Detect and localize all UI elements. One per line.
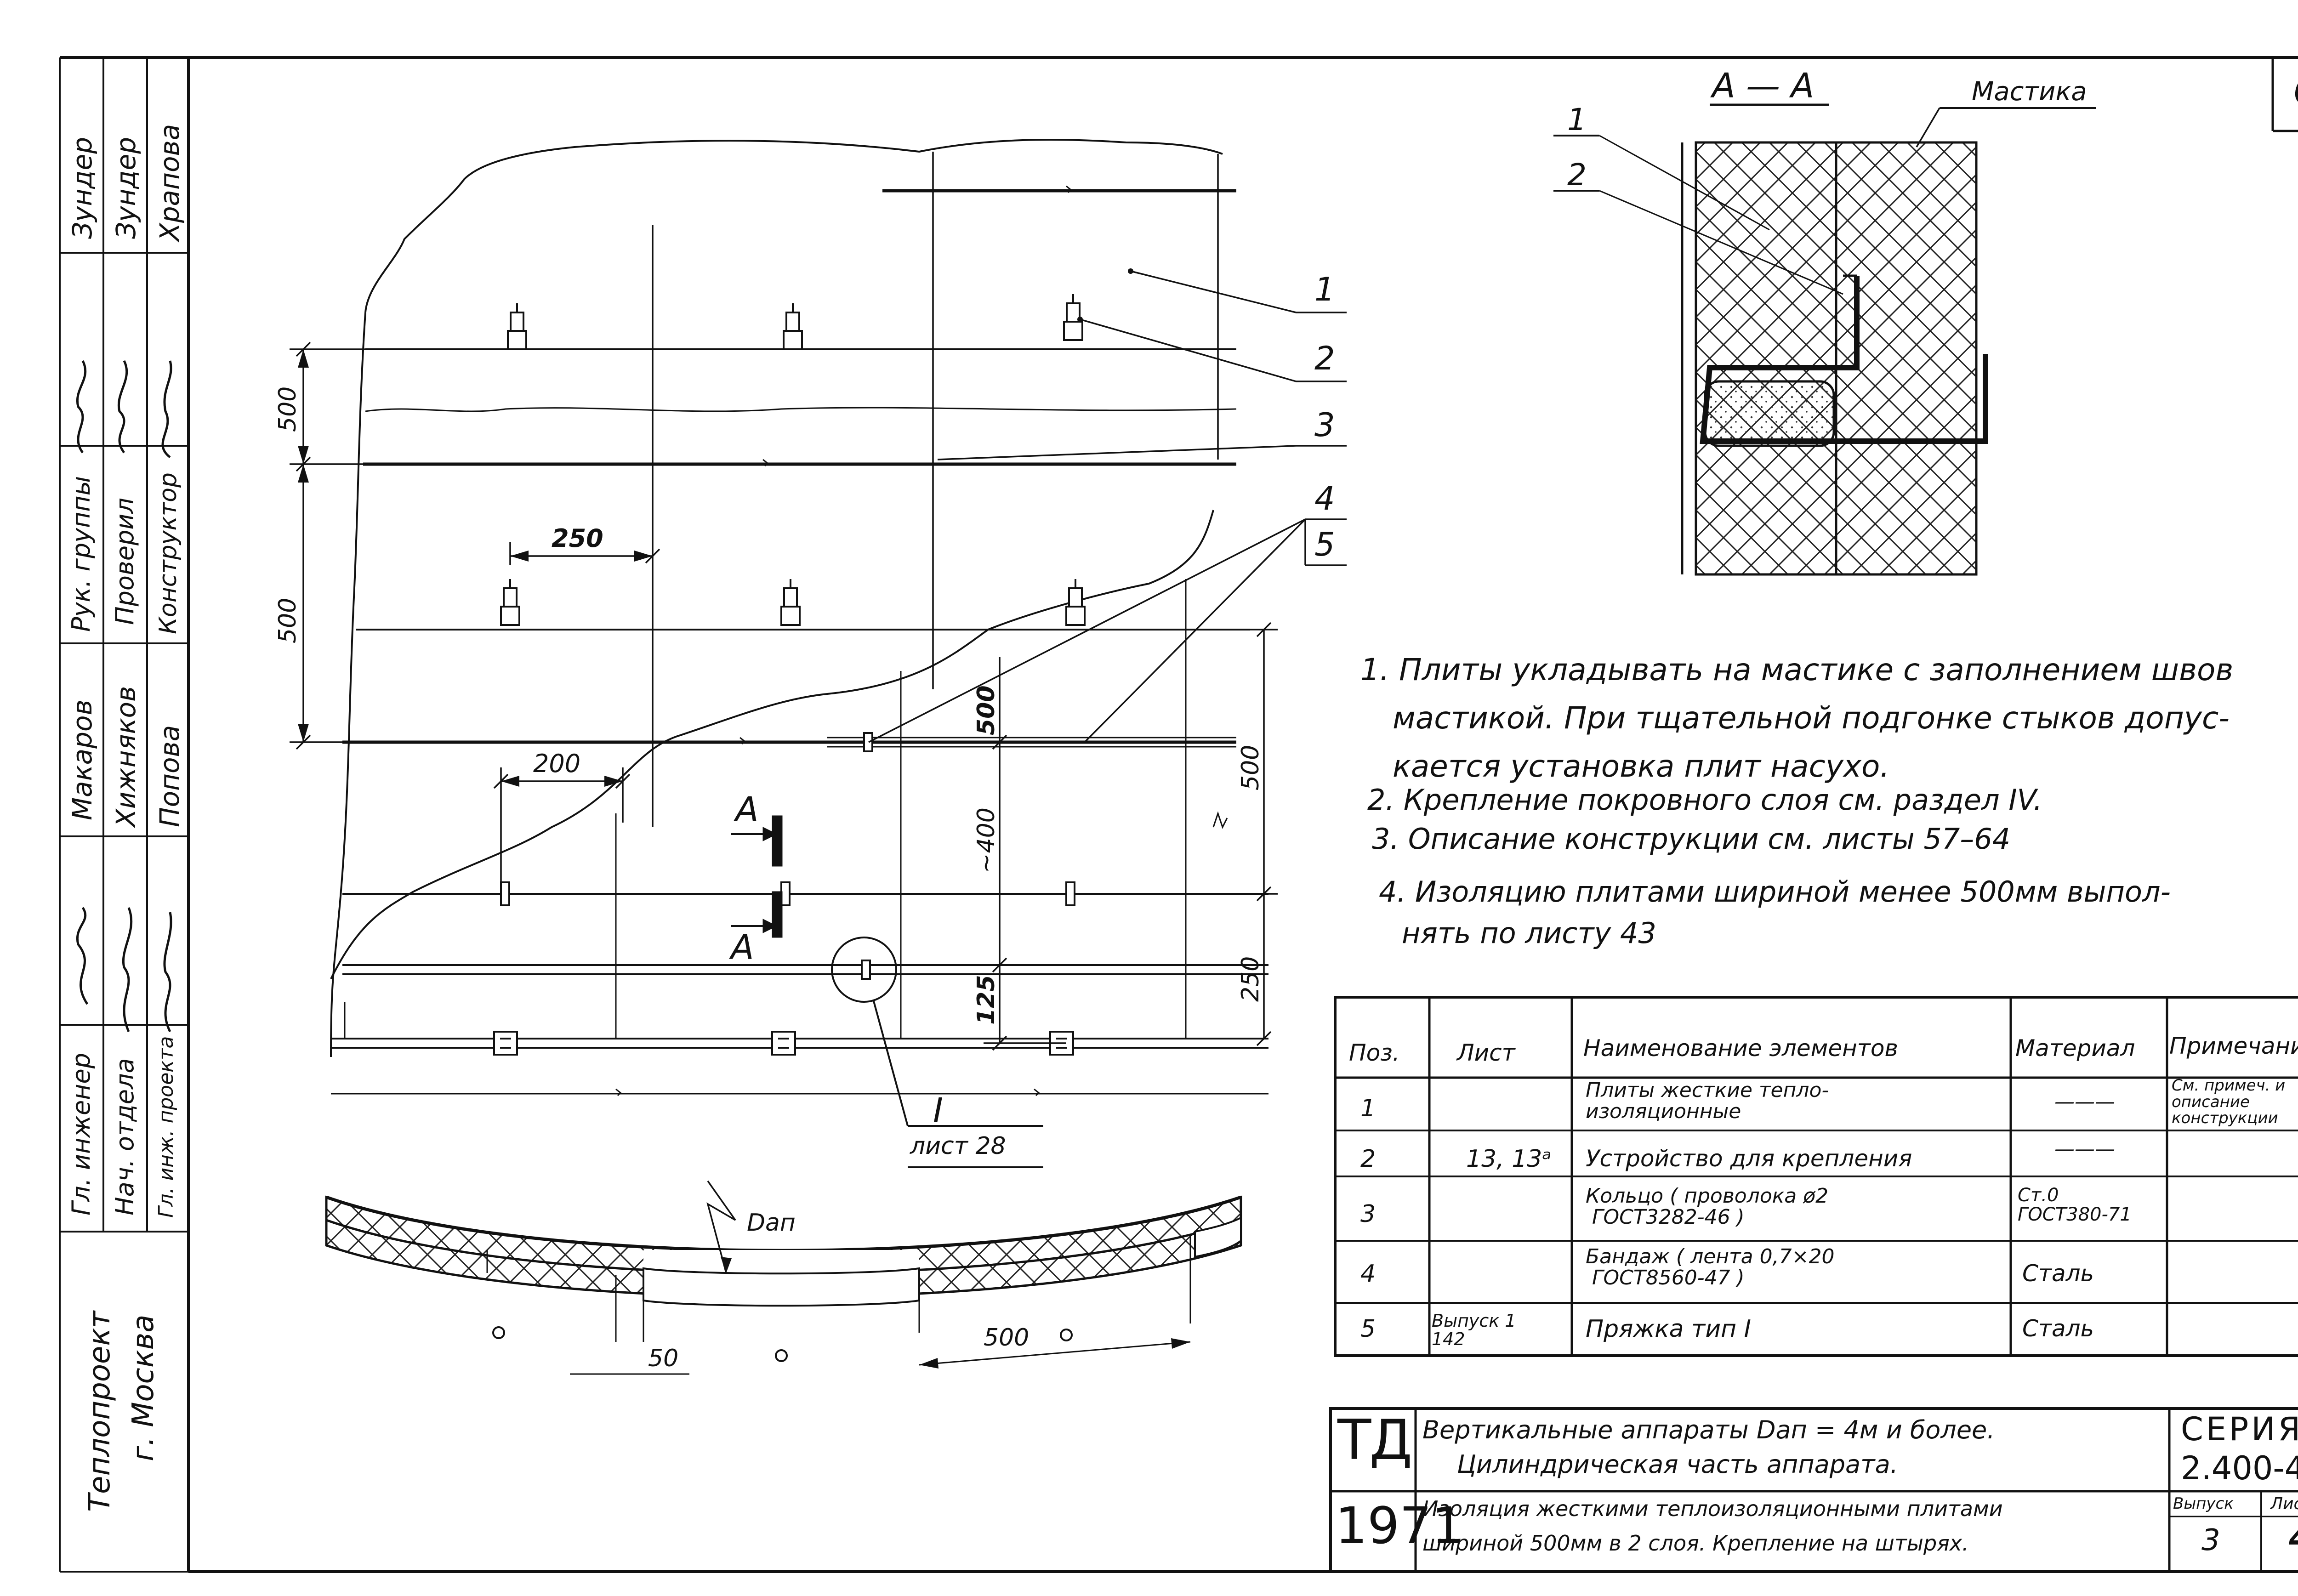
title-block-grid <box>1329 1407 2298 1573</box>
callout-5: 5 <box>1314 526 1335 563</box>
dim-250-right: 250 <box>1237 956 1264 1002</box>
note-line-3: кается установка плит насухо. <box>1393 749 1890 784</box>
th-name: Наименование элементов <box>1583 1035 1898 1062</box>
dim-400: ~400 <box>973 807 1000 873</box>
handwritten-signatures <box>76 360 172 1033</box>
callout-2: 2 <box>1314 340 1335 377</box>
tb-title-3: Изоляция жесткими теплоизоляционными пли… <box>1422 1496 2003 1521</box>
dim-500-top: 500 <box>274 386 301 432</box>
dim-500-inner: 500 <box>973 685 1000 735</box>
row1-name: Плиты жесткие тепло- изоляционные <box>1586 1079 1829 1124</box>
tb-logo: ТД <box>1337 1409 1412 1472</box>
th-pos: Поз. <box>1349 1039 1400 1066</box>
row1-note: См. примеч. и описание конструкции <box>2172 1076 2286 1128</box>
row1-pos: 1 <box>1360 1095 1376 1122</box>
tb-issue-value: 3 <box>2201 1523 2220 1557</box>
note-line-7: нять по листу 43 <box>1402 916 1656 950</box>
row2-sheet: 13, 13ᵃ <box>1466 1145 1552 1173</box>
plan-dim-50: 50 <box>648 1345 679 1372</box>
plan-view <box>325 1180 1242 1375</box>
section-title: А — А <box>1712 66 1815 106</box>
tb-year: 1971 <box>1335 1496 1464 1555</box>
row4-name: Бандаж ( лента 0,7×20 ГОСТ8560-47 ) <box>1586 1245 1835 1290</box>
th-material: Материал <box>2015 1035 2135 1062</box>
row1-material: ——— <box>2054 1090 2115 1113</box>
dim-125: 125 <box>973 975 1000 1025</box>
dim-200: 200 <box>533 749 581 778</box>
tb-series-value: 2.400-4 <box>2181 1449 2298 1487</box>
row5-pos: 5 <box>1360 1315 1376 1343</box>
org-city: г. Москва <box>126 1314 160 1461</box>
note-line-1: 1. Плиты укладывать на мастике с заполне… <box>1360 652 2234 687</box>
section-mark-a-top: А <box>735 790 759 829</box>
row3-pos: 3 <box>1360 1200 1376 1228</box>
plan-diam-label: Dап <box>747 1209 796 1237</box>
th-sheet: Лист <box>1457 1039 1515 1066</box>
note-line-2: мастикой. При тщательной подгонке стыков… <box>1393 700 2230 736</box>
dim-250: 250 <box>552 524 603 553</box>
sheet-frame <box>59 56 2298 1573</box>
row2-material: ——— <box>2054 1137 2115 1161</box>
row4-pos: 4 <box>1360 1260 1376 1288</box>
callout-3: 3 <box>1314 406 1335 444</box>
tb-series-label: СЕРИЯ <box>2181 1410 2298 1448</box>
dim-500-mid: 500 <box>274 597 301 643</box>
dimension-arrows <box>298 349 653 787</box>
tb-sheet-value: 49 <box>2289 1523 2298 1554</box>
dim-500-right: 500 <box>1237 744 1264 790</box>
tb-sheet-label: Лист <box>2270 1494 2298 1513</box>
row5-material: Сталь <box>2022 1315 2094 1342</box>
row2-pos: 2 <box>1360 1145 1376 1173</box>
callout-4: 4 <box>1314 480 1335 517</box>
row4-material: Сталь <box>2022 1260 2094 1287</box>
section-mark-a-bottom: А <box>731 928 754 967</box>
row3-material: Ст.0 ГОСТ380-71 <box>2018 1185 2132 1225</box>
tb-title-4: шириной 500мм в 2 слоя. Крепление на шты… <box>1422 1531 1969 1556</box>
th-note: Примечание <box>2169 1033 2298 1059</box>
section-cut-marks <box>731 815 783 938</box>
org-name: Теплопроект <box>83 1311 117 1512</box>
note-line-6: 4. Изоляцию плитами шириной менее 500мм … <box>1379 875 2171 909</box>
row2-name: Устройство для крепления <box>1586 1145 1912 1172</box>
mastic-label: Мастика <box>1972 77 2087 107</box>
row5-sheet: Выпуск 1 142 <box>1432 1311 1516 1349</box>
plan-dim-500: 500 <box>984 1324 1030 1352</box>
tb-issue-label: Выпуск <box>2173 1494 2234 1513</box>
signature-grid <box>60 57 188 1232</box>
section-callout-1: 1 <box>1567 102 1587 137</box>
note-line-5: 3. Описание конструкции см. листы 57–64 <box>1372 822 2011 856</box>
tb-title-2: Цилиндрическая часть аппарата. <box>1457 1450 1898 1479</box>
detail-ref: лист 28 <box>910 1132 1006 1160</box>
row5-name: Пряжка тип I <box>1586 1315 1751 1343</box>
leader-dots <box>1077 268 1133 322</box>
callout-leaders <box>868 270 1347 743</box>
elevation-dimensions <box>290 341 1278 1051</box>
note-line-4: 2. Крепление покровного слоя см. раздел … <box>1367 783 2042 817</box>
spec-table-grid <box>1334 996 2298 1357</box>
detail-circle <box>831 937 1043 1168</box>
section-aa <box>1553 103 2096 576</box>
page-number: 60 <box>2293 74 2298 109</box>
tb-title-1: Вертикальные аппараты Dап = 4м и более. <box>1422 1415 1995 1444</box>
detail-mark: I <box>933 1091 943 1130</box>
section-callout-2: 2 <box>1567 157 1587 193</box>
callout-1: 1 <box>1314 271 1335 308</box>
row3-name: Кольцо ( проволока ø2 ГОСТ3282-46 ) <box>1586 1184 1829 1229</box>
